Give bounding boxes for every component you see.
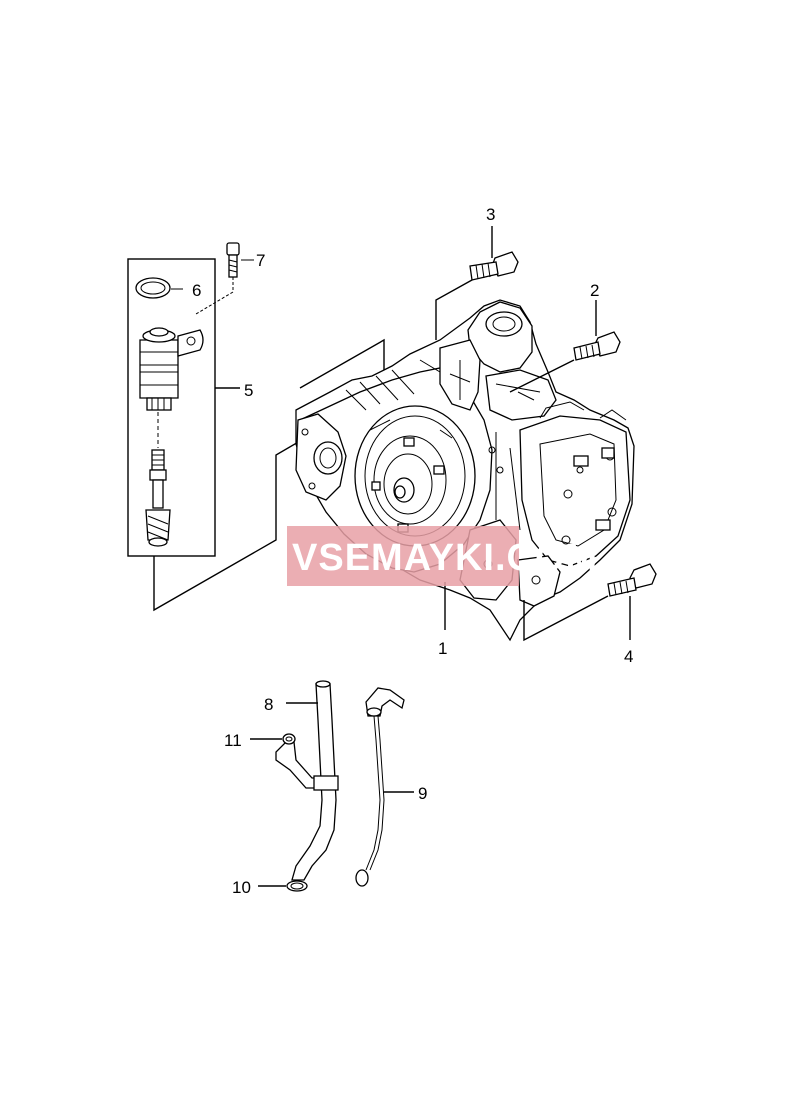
- callout-4: 4: [624, 647, 633, 666]
- case-ribs: [345, 359, 535, 411]
- callout-10: 10: [232, 878, 251, 897]
- watermark-text: VSEMAYKI.COM: [292, 537, 598, 579]
- upper-housing: [439, 301, 557, 421]
- bolt-4: [523, 563, 657, 642]
- right-casing: [519, 401, 631, 567]
- callout-6: 6: [192, 281, 201, 300]
- callout-11: 11: [224, 731, 242, 750]
- bolt-7: [195, 242, 254, 315]
- filler-tube: [250, 680, 339, 881]
- o-ring: [135, 277, 171, 299]
- callout-9: 9: [418, 784, 427, 803]
- watermark: VSEMAYKI.COM: [287, 526, 598, 586]
- callout-8: 8: [264, 695, 273, 714]
- callout-5: 5: [244, 381, 253, 400]
- callout-3: 3: [486, 205, 495, 224]
- torque-converter: [354, 405, 476, 547]
- dipstick: [355, 687, 414, 887]
- callout-2: 2: [590, 281, 599, 300]
- speedometer-gear-group: [127, 242, 385, 612]
- callout-labels: 3 2 7 6 5 1 4 8 11 9 10: [192, 205, 633, 897]
- speedometer-sleeve: [139, 327, 204, 411]
- bolt-3: [435, 226, 519, 340]
- tube-seal: [258, 880, 308, 892]
- driven-gear-shaft: [145, 449, 171, 547]
- callout-1: 1: [438, 639, 447, 658]
- left-mount-boss: [295, 413, 347, 501]
- callout-7: 7: [256, 251, 265, 270]
- bolt-2: [509, 300, 621, 393]
